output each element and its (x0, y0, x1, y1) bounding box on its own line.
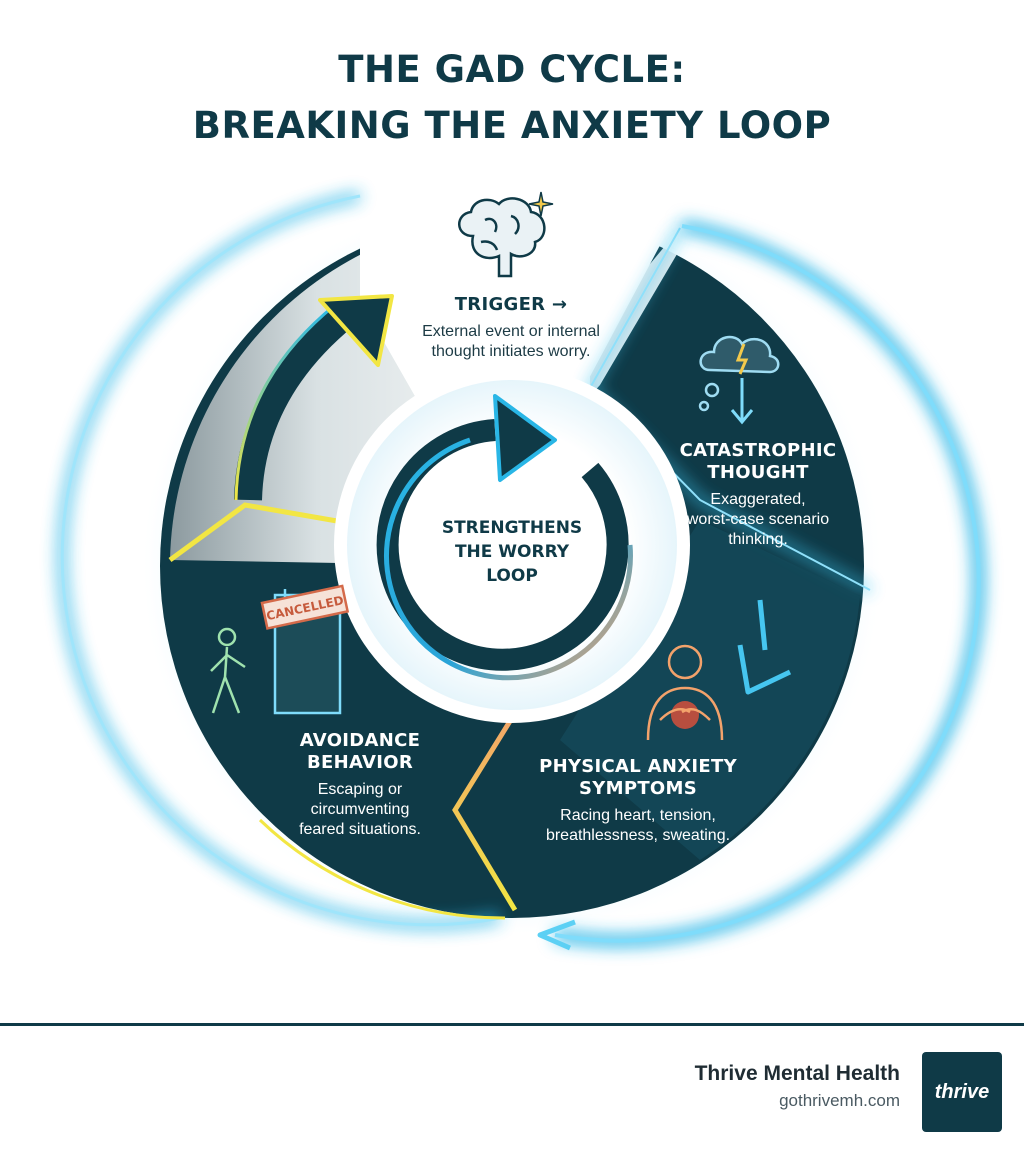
brand-url: gothrivemh.com (779, 1091, 900, 1110)
avoidance-title-line-2: BEHAVIOR (307, 752, 413, 773)
center-label-line-3: LOOP (486, 566, 538, 586)
center-loop-arrow-glow (383, 437, 633, 681)
center-loop-arrowhead (493, 394, 557, 482)
physical-desc-line-1: Racing heart, tension, (560, 807, 716, 824)
racing-heart-icon (646, 644, 724, 741)
trigger-stage: TRIGGER → External event or internal tho… (395, 294, 627, 362)
brand-logo: thrive (922, 1052, 1002, 1132)
catastrophic-desc: Exaggerated, worst-case scenario thinkin… (660, 490, 856, 550)
trigger-desc: External event or internal thought initi… (395, 322, 627, 362)
outer-ring-right-core (554, 224, 981, 943)
brand-logo-text: thrive (934, 1080, 990, 1103)
physical-stage: PHYSICAL ANXIETY SYMPTOMS Racing heart, … (510, 756, 766, 846)
avoidance-title-line-1: AVOIDANCE (299, 730, 421, 751)
outer-ring-bottom-yellow (258, 818, 506, 920)
avoidance-desc-line-2: circumventing (310, 801, 410, 818)
center-label: STRENGTHENS THE WORRY LOOP (412, 516, 612, 588)
avoidance-divider (168, 502, 361, 563)
left-cycle-arrow (234, 304, 354, 501)
center-label-line-1: STRENGTHENS (441, 518, 583, 538)
left-cycle-arrow-edge (234, 303, 336, 501)
brand-name: Thrive Mental Health (694, 1062, 900, 1085)
title-line-2: BREAKING THE ANXIETY LOOP (192, 104, 832, 147)
catastrophic-desc-line-2: worst-case scenario (686, 511, 830, 528)
catastrophic-desc-line-3: thinking. (728, 531, 788, 548)
outer-ring-left-core (60, 194, 501, 927)
catastrophic-stage: CATASTROPHIC THOUGHT Exaggerated, worst-… (660, 440, 856, 550)
trigger-desc-line-2: thought initiates worry. (431, 343, 591, 360)
avoidance-desc: Escaping or circumventing feared situati… (270, 780, 450, 840)
catastrophic-title-line-1: CATASTROPHIC (679, 440, 837, 461)
down-right-arrow (737, 599, 792, 695)
brain-icon (458, 191, 554, 278)
physical-title: PHYSICAL ANXIETY SYMPTOMS (510, 756, 766, 800)
avoidance-title: AVOIDANCE BEHAVIOR (270, 730, 450, 774)
cancelled-badge: CANCELLED (260, 584, 350, 630)
bottom-arrowhead (537, 919, 576, 951)
avoidance-desc-line-3: feared situations. (299, 821, 421, 838)
left-cycle-arrowhead (318, 294, 394, 367)
page-title: THE GAD CYCLE: BREAKING THE ANXIETY LOOP (0, 42, 1024, 154)
physical-desc: Racing heart, tension, breathlessness, s… (510, 806, 766, 846)
center-label-line-2: THE WORRY (454, 542, 570, 562)
catastrophic-title: CATASTROPHIC THOUGHT (660, 440, 856, 484)
physical-title-line-1: PHYSICAL ANXIETY (539, 756, 737, 777)
title-line-1: THE GAD CYCLE: (338, 48, 686, 91)
avoidance-stage: AVOIDANCE BEHAVIOR Escaping or circumven… (270, 730, 450, 840)
physical-band (560, 520, 860, 860)
trigger-title: TRIGGER → (454, 294, 568, 315)
physical-desc-line-2: breathlessness, sweating. (545, 827, 731, 844)
catastrophic-desc-line-1: Exaggerated, (710, 491, 806, 508)
storm-cloud-icon (698, 335, 780, 425)
avoidance-desc-line-1: Escaping or (317, 781, 403, 798)
footer-divider (0, 1023, 1024, 1026)
center-loop-arrow-dark (376, 419, 629, 671)
zigzag-divider (452, 703, 523, 912)
trigger-desc-line-1: External event or internal (422, 323, 600, 340)
physical-title-line-2: SYMPTOMS (579, 778, 697, 799)
catastrophic-title-line-2: THOUGHT (707, 462, 809, 483)
